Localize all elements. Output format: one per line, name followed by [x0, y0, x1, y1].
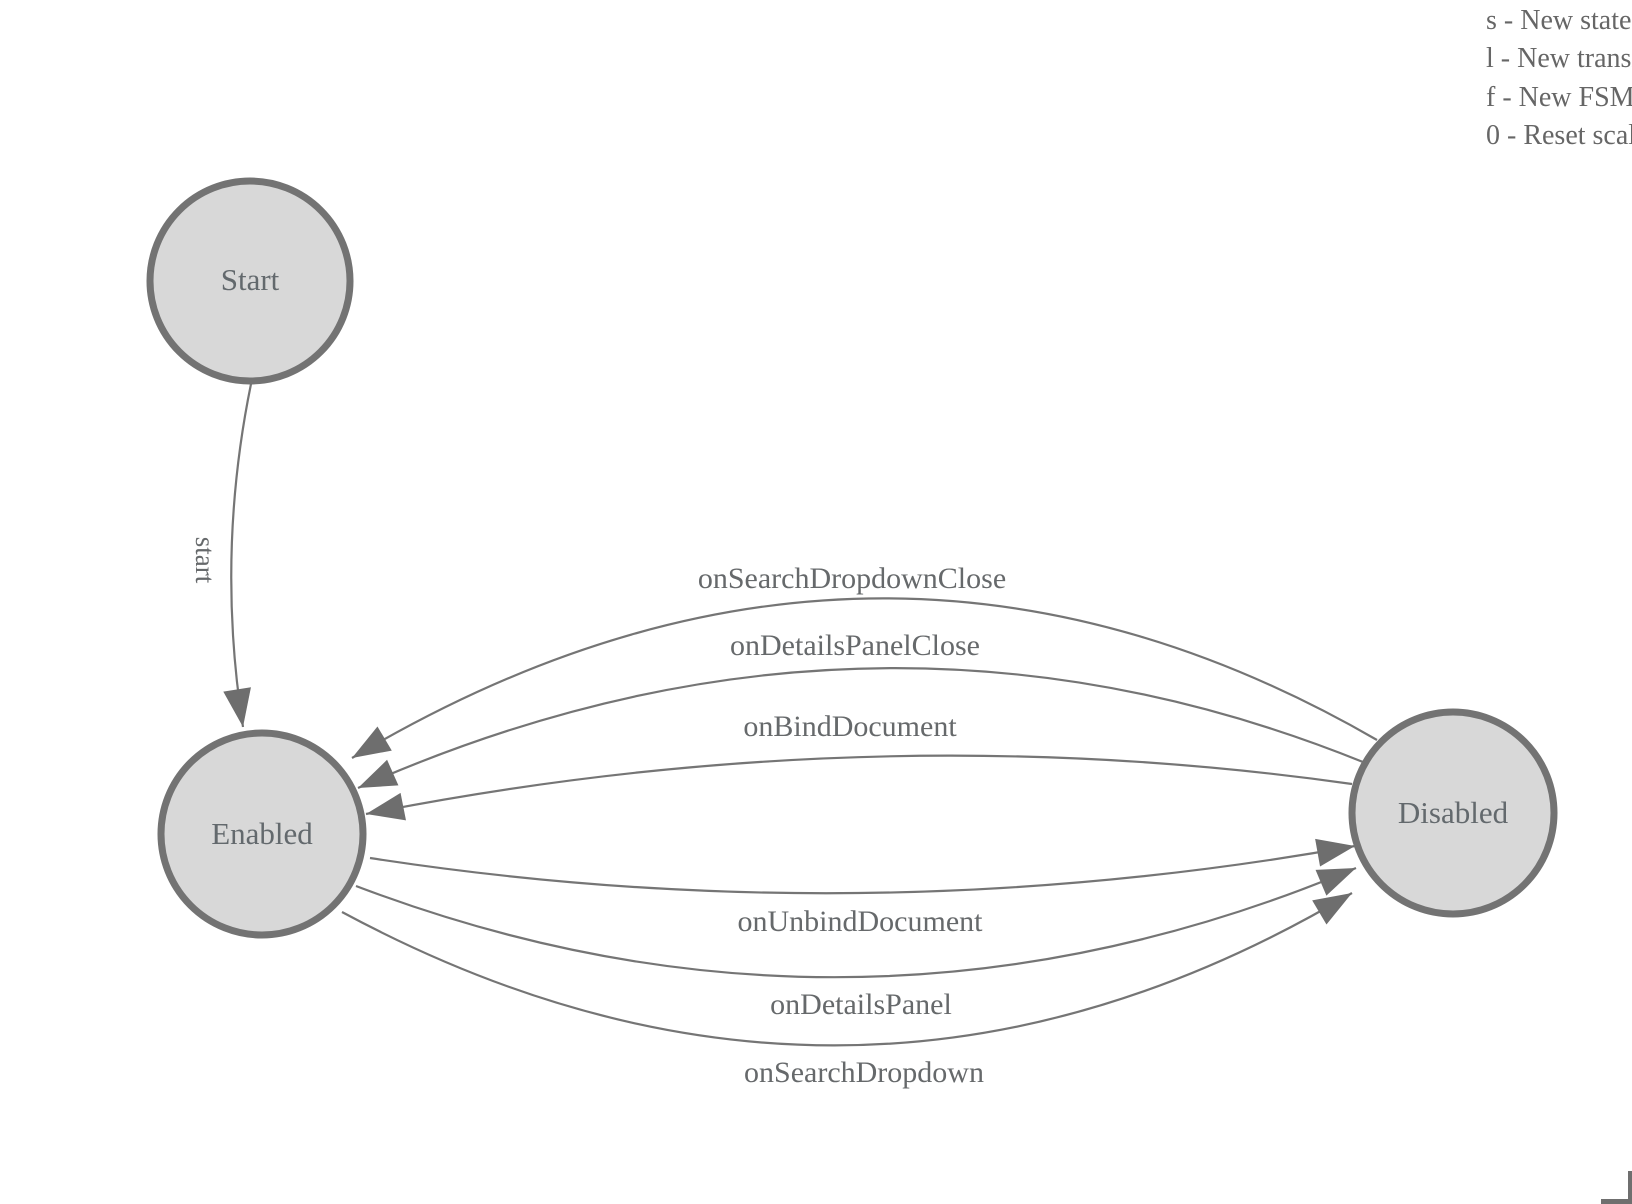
- corner-horizontal-bar: [1601, 1199, 1632, 1204]
- transition-edges: [223, 383, 1378, 1047]
- edge-label-onUnbindDocument[interactable]: onUnbindDocument: [738, 905, 984, 938]
- edge-label-onDetailsPanelClose[interactable]: onDetailsPanelClose: [730, 629, 980, 662]
- arrowhead-icon: [352, 726, 392, 758]
- clipped-corner-shape: [1601, 1171, 1632, 1204]
- edge-onUnbindDocument[interactable]: [369, 844, 1356, 895]
- corner-vertical-bar: [1628, 1171, 1632, 1204]
- legend-line-new-state: s - New state: [1486, 5, 1632, 36]
- shortcut-legend: s - New state l - New transition f - New…: [1486, 2, 1632, 155]
- state-label-start: Start: [221, 262, 280, 297]
- edge-onDetailsPanel[interactable]: [355, 866, 1357, 979]
- state-circle-disabled[interactable]: [1348, 708, 1558, 918]
- transition-labels: start onSearchDropdownClose onDetailsPan…: [190, 537, 1006, 1089]
- state-node-start[interactable]: Start: [146, 177, 354, 385]
- edge-label-onBindDocument[interactable]: onBindDocument: [743, 710, 957, 743]
- arrowhead-icon: [366, 792, 406, 821]
- state-node-disabled[interactable]: Disabled: [1348, 708, 1558, 918]
- state-label-disabled: Disabled: [1398, 795, 1509, 830]
- legend-line-new-transition: l - New transition: [1486, 43, 1632, 75]
- edge-onSearchDropdownClose[interactable]: [351, 597, 1378, 759]
- edge-label-onDetailsPanel[interactable]: onDetailsPanel: [770, 988, 952, 1021]
- state-node-enabled[interactable]: Enabled: [157, 729, 367, 939]
- edge-onDetailsPanelClose[interactable]: [357, 667, 1364, 790]
- arrowhead-icon: [223, 687, 251, 727]
- edge-start[interactable]: [230, 383, 253, 728]
- legend-line-new-fsm: f - New FSM: [1486, 81, 1632, 113]
- legend-line-reset-scale: 0 - Reset scale: [1486, 119, 1632, 151]
- state-circle-enabled[interactable]: [157, 729, 367, 939]
- edge-onBindDocument[interactable]: [365, 754, 1353, 816]
- arrowhead-icon: [358, 759, 399, 788]
- arrowhead-icon: [1312, 893, 1352, 925]
- edge-label-onSearchDropdownClose[interactable]: onSearchDropdownClose: [698, 562, 1006, 595]
- edge-onSearchDropdown[interactable]: [341, 892, 1353, 1047]
- arrowhead-icon: [1315, 868, 1356, 896]
- state-circle-start[interactable]: [146, 177, 354, 385]
- edge-label-start[interactable]: start: [190, 537, 220, 584]
- arrowhead-icon: [1315, 838, 1355, 867]
- state-label-enabled: Enabled: [211, 816, 313, 851]
- edge-label-onSearchDropdown[interactable]: onSearchDropdown: [744, 1056, 984, 1089]
